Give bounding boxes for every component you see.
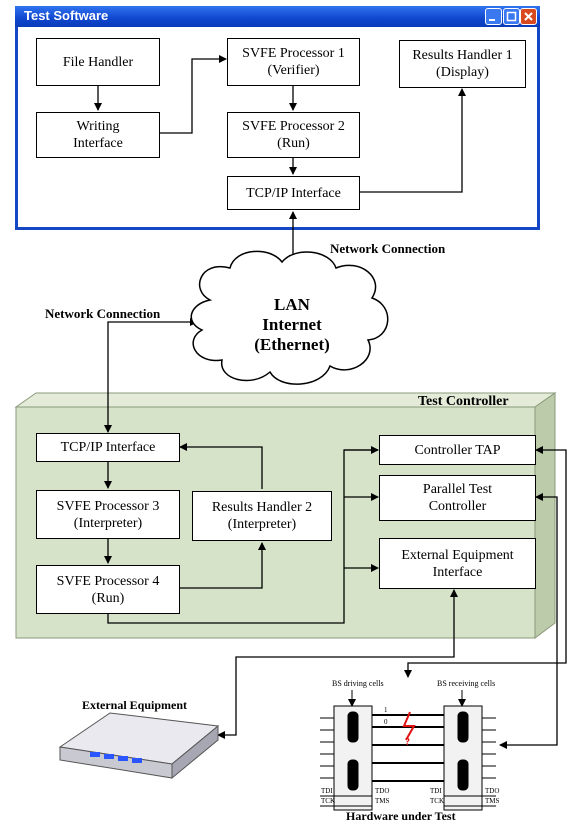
window-titlebar[interactable] xyxy=(15,6,540,27)
arrow-parallel-to-hardware xyxy=(499,493,558,749)
network-connection-label-right: Network Connection xyxy=(330,241,446,256)
results-handler-2-box: Results Handler 2 (Interpreter) xyxy=(192,491,332,541)
bs-receiving-cells-label: BS receiving cells xyxy=(437,679,496,688)
arrow-network-left xyxy=(104,318,198,433)
arrow-writing-to-svfe1 xyxy=(160,55,227,134)
svfe-processor-2-box: SVFE Processor 2 (Run) xyxy=(227,112,360,158)
pin-tdi-left: TDI xyxy=(321,787,333,795)
controller-tap-box: Controller TAP xyxy=(379,435,536,465)
fault-question-mark: ? xyxy=(405,737,410,748)
arrow-results2-to-tcpip xyxy=(179,443,263,489)
window-title: Test Software xyxy=(24,8,109,23)
arrow-tcpip-to-results1 xyxy=(360,88,466,193)
arrow-svfe4-to-results2 xyxy=(180,542,266,589)
cloud-line-lan: LAN xyxy=(274,295,310,314)
hardware-under-test-label: Hardware under Test xyxy=(346,809,456,823)
tcpip-interface-box: TCP/IP Interface xyxy=(227,176,360,210)
panel-side-face xyxy=(534,392,556,639)
cloud-icon xyxy=(190,250,389,385)
close-icon[interactable] xyxy=(520,8,537,25)
svfe-processor-4-box: SVFE Processor 4 (Run) xyxy=(36,565,180,614)
parallel-test-controller-box: Parallel Test Controller xyxy=(379,475,536,521)
bs-driving-cells-label: BS driving cells xyxy=(332,679,384,688)
results-handler-1-box: Results Handler 1 (Display) xyxy=(399,40,526,88)
writing-interface-box: Writing Interface xyxy=(36,112,160,158)
pin-tdo-right: TDO xyxy=(485,787,500,795)
svfe-processor-1-box: SVFE Processor 1 (Verifier) xyxy=(227,38,360,86)
test-controller-title: Test Controller xyxy=(418,394,509,409)
pin-tck-right: TCK xyxy=(430,797,444,805)
external-equipment-interface-box: External Equipment Interface xyxy=(379,538,536,589)
controller-tcpip-box: TCP/IP Interface xyxy=(36,433,180,462)
cloud-text: LAN Internet (Ethernet) xyxy=(232,295,352,355)
network-connection-label-left: Network Connection xyxy=(45,306,161,321)
bit-0-label: 0 xyxy=(384,718,388,726)
minimize-icon[interactable] xyxy=(485,8,502,25)
maximize-icon[interactable] xyxy=(503,8,520,25)
pin-tdo-left: TDO xyxy=(375,787,390,795)
pin-tms-right: TMS xyxy=(485,797,500,805)
pin-tms-left: TMS xyxy=(375,797,390,805)
svfe-processor-3-box: SVFE Processor 3 (Interpreter) xyxy=(36,490,180,539)
bit-1-label: 1 xyxy=(384,706,388,714)
hardware-schematic xyxy=(320,690,496,811)
pin-tdi-right: TDI xyxy=(430,787,442,795)
network-device-icon xyxy=(58,712,220,780)
fault-bolt-icon xyxy=(402,711,416,741)
external-equipment-label: External Equipment xyxy=(82,698,188,712)
cloud-line-ethernet: (Ethernet) xyxy=(254,335,330,354)
arrow-tap-to-hardware xyxy=(404,446,567,678)
cloud-line-internet: Internet xyxy=(262,315,322,334)
file-handler-box: File Handler xyxy=(36,38,160,86)
pin-tck-left: TCK xyxy=(321,797,335,805)
